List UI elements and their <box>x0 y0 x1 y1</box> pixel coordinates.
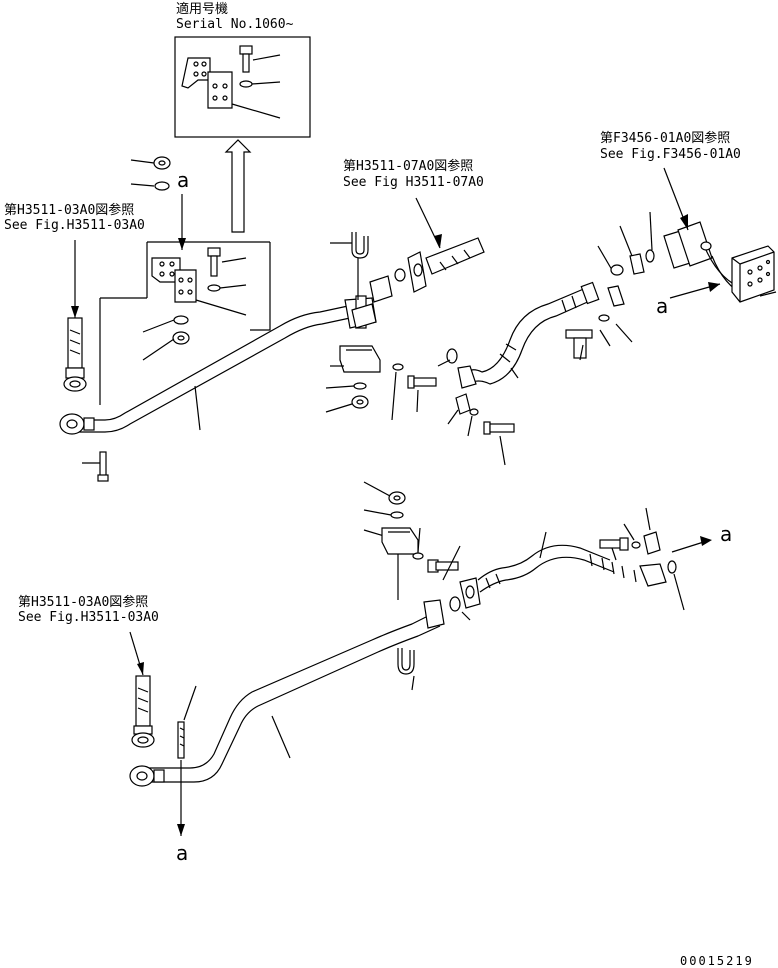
lower-pipe-right-flange <box>423 599 445 629</box>
inset-bracket <box>181 57 233 109</box>
inset-pointer-arrow <box>224 139 252 233</box>
marker-a-lower-right: a <box>720 522 733 546</box>
ref-lower-left-jp: 第H3511-03A0図参照 <box>18 595 149 610</box>
upper-right-hose <box>457 281 600 389</box>
lower-clamp-hardware <box>363 481 406 537</box>
valve-block <box>731 245 777 303</box>
callout-washer <box>207 284 221 292</box>
serial-inset-box <box>174 36 311 138</box>
lower-bracket <box>381 527 424 600</box>
upper-o-ring <box>446 348 458 364</box>
inset-washer <box>239 80 253 88</box>
upper-split-flanges <box>447 245 633 466</box>
ref-upper-left-en: See Fig.H3511-03A0 <box>4 218 145 233</box>
inset-title-jp: 適用号機 <box>176 2 229 17</box>
inset-serial: Serial No.1060~ <box>176 17 294 32</box>
ref-upper-middle-en: See Fig H3511-07A0 <box>343 175 484 190</box>
ref-upper-right-jp: 第F3456-01A0図参照 <box>600 131 731 146</box>
marker-a-bottom: a <box>176 841 189 865</box>
lower-vertical-bolt <box>177 685 197 836</box>
callout-bolt <box>207 247 221 277</box>
lower-left-hose <box>129 631 155 748</box>
upper-left-hose <box>63 240 87 392</box>
upper-pipe-left-flange <box>59 413 95 435</box>
upper-middle-clamp <box>330 275 393 373</box>
ref-upper-middle-jp: 第H3511-07A0図参照 <box>343 159 474 174</box>
lower-right-bolt <box>599 537 629 551</box>
upper-u-bolt <box>330 232 369 300</box>
upper-right-bolt <box>565 329 593 359</box>
ref-upper-right-en: See Fig.F3456-01A0 <box>600 147 741 162</box>
lower-washer <box>173 315 189 325</box>
upper-right-valve-connection <box>610 167 747 297</box>
upper-long-pipe <box>59 295 377 435</box>
callout-bracket <box>151 257 197 303</box>
upper-left-vertical-bolt <box>82 451 109 482</box>
upper-middle-bolt <box>407 375 437 389</box>
lower-small-bolt <box>483 421 515 435</box>
ref-upper-left-jp: 第H3511-03A0図参照 <box>4 203 135 218</box>
ref-lower-left-en: See Fig.H3511-03A0 <box>18 610 159 625</box>
upper-middle-pipe-section <box>394 197 485 293</box>
inset-bolt <box>239 45 253 73</box>
lower-right-hardware <box>599 507 712 611</box>
lower-nut <box>172 331 190 345</box>
lower-pipe-left-flange <box>129 765 165 787</box>
upper-nut <box>153 156 171 170</box>
lower-u-bolt <box>397 648 415 691</box>
bracket-callout <box>99 156 271 405</box>
marker-a-top: a <box>177 168 190 192</box>
upper-washer <box>154 181 170 191</box>
marker-a-upper-right: a <box>656 294 669 318</box>
lower-flange-hose <box>449 531 667 621</box>
lower-long-pipe <box>129 599 445 787</box>
lower-middle-bolt <box>427 545 461 581</box>
upper-middle-hardware <box>325 363 437 421</box>
document-number: 00015219 <box>680 954 754 968</box>
